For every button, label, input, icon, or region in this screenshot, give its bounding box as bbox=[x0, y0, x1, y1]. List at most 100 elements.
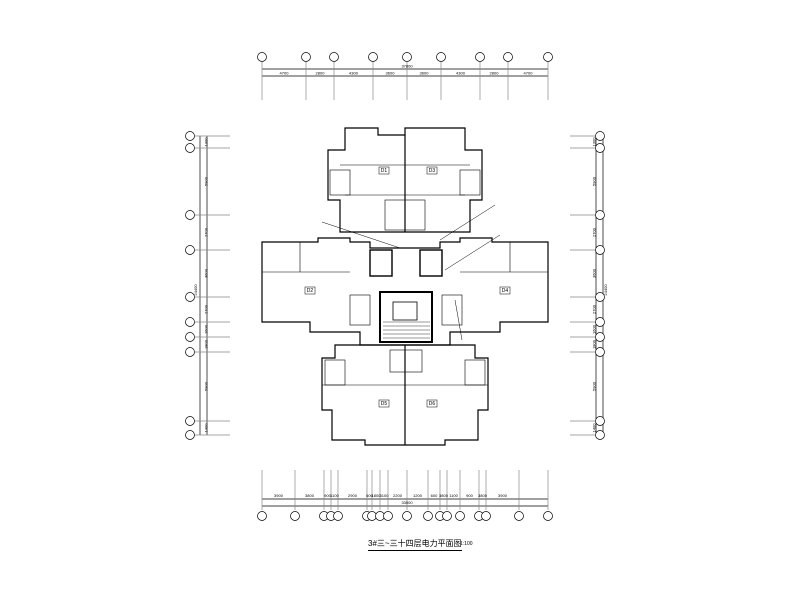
axis-bubble bbox=[481, 511, 491, 521]
axis-bubble bbox=[368, 52, 378, 62]
axis-bubble bbox=[543, 511, 553, 521]
unit-label-box bbox=[426, 166, 438, 175]
dimension-text: 900 bbox=[324, 493, 331, 498]
middle-wing-wall bbox=[261, 237, 549, 346]
axis-bubble bbox=[367, 511, 377, 521]
elevator bbox=[419, 249, 443, 277]
dimension-text: 5900 bbox=[592, 381, 597, 391]
dimension-text: 1400 bbox=[592, 423, 597, 433]
axis-bubble bbox=[383, 511, 393, 521]
axis-bubble bbox=[595, 245, 605, 255]
dimension-text: 2700 bbox=[204, 227, 209, 237]
axis-bubble bbox=[455, 511, 465, 521]
dimension-text: 2700 bbox=[592, 304, 597, 314]
dimension-text: 3900 bbox=[498, 493, 508, 498]
dimension-text: 3100 bbox=[380, 493, 390, 498]
wiring-leader bbox=[321, 221, 401, 249]
stair-landing bbox=[392, 301, 418, 321]
axis-bubble bbox=[375, 511, 385, 521]
axis-bubble bbox=[290, 511, 300, 521]
axis-bubble bbox=[185, 131, 195, 141]
dimension-text: 900 bbox=[466, 493, 473, 498]
building-outline bbox=[261, 127, 549, 446]
dimension-text: 3900 bbox=[274, 493, 284, 498]
axis-bubble bbox=[595, 416, 605, 426]
unit-label: D6 bbox=[429, 401, 436, 407]
wiring-leader bbox=[439, 204, 496, 241]
axis-bubble bbox=[436, 52, 446, 62]
axis-bubble bbox=[442, 511, 452, 521]
axis-bubble bbox=[595, 143, 605, 153]
room bbox=[464, 359, 486, 386]
axis-bubble bbox=[185, 347, 195, 357]
dimension-text: 5900 bbox=[592, 176, 597, 186]
axis-bubble bbox=[595, 292, 605, 302]
axis-bubble bbox=[595, 317, 605, 327]
room bbox=[384, 199, 426, 231]
dimension-text: 3800 bbox=[305, 493, 315, 498]
axis-bubble bbox=[185, 245, 195, 255]
drawing-scale: 1:100 bbox=[460, 541, 473, 547]
dimension-text: 3600 bbox=[420, 71, 430, 76]
axis-bubble bbox=[185, 416, 195, 426]
dimension-text: 2700 bbox=[204, 304, 209, 314]
unit-label: D4 bbox=[502, 288, 509, 294]
room bbox=[389, 349, 423, 373]
axis-bubble bbox=[185, 292, 195, 302]
axis-bubble bbox=[423, 511, 433, 521]
dimension-text: 1600 bbox=[592, 324, 597, 334]
bottom-wing-wall bbox=[321, 344, 489, 446]
dimension-text: 3800 bbox=[439, 493, 449, 498]
axis-bubble bbox=[475, 52, 485, 62]
unit-label-box bbox=[426, 399, 438, 408]
axis-bubble bbox=[185, 317, 195, 327]
axis-bubble bbox=[185, 430, 195, 440]
dimension-text: 1300 bbox=[204, 137, 209, 147]
dimension-total: 33000 bbox=[401, 500, 413, 505]
dimension-text: 1300 bbox=[592, 137, 597, 147]
dimension-text: 3600 bbox=[386, 71, 396, 76]
dimension-text: 1100 bbox=[330, 493, 339, 498]
axis-bubble bbox=[329, 52, 339, 62]
dimension-text: 4700 bbox=[280, 71, 290, 76]
axis-bubble bbox=[402, 52, 412, 62]
dimension-text: 1800 bbox=[592, 339, 597, 349]
axis-bubble bbox=[595, 347, 605, 357]
dimension-text: 5900 bbox=[204, 176, 209, 186]
dimension-total: 24400 bbox=[193, 284, 198, 296]
room bbox=[329, 169, 351, 196]
dimension-text: 4300 bbox=[349, 71, 359, 76]
unit-label: D5 bbox=[381, 401, 388, 407]
axis-bubble bbox=[333, 511, 343, 521]
dimension-text: 1100 bbox=[449, 493, 458, 498]
dimension-text: 2900 bbox=[348, 493, 358, 498]
unit-label: D3 bbox=[429, 168, 436, 174]
wiring-leader bbox=[454, 299, 463, 341]
dimension-text: 1200 bbox=[413, 493, 423, 498]
unit-label: D2 bbox=[307, 288, 314, 294]
dimension-text: 3600 bbox=[204, 268, 209, 278]
room bbox=[324, 359, 346, 386]
dimension-total: 37800 bbox=[401, 64, 413, 69]
dimension-text: 2200 bbox=[393, 493, 403, 498]
stair-treads bbox=[383, 321, 430, 339]
unit-label-box bbox=[499, 286, 511, 295]
stair-core bbox=[379, 291, 433, 343]
room bbox=[459, 169, 481, 196]
dimension-text: 1400 bbox=[204, 423, 209, 433]
wiring-leader bbox=[444, 234, 501, 271]
axis-bubble bbox=[257, 511, 267, 521]
axis-bubble bbox=[185, 332, 195, 342]
dimension-text: 2700 bbox=[592, 227, 597, 237]
dimension-text: 1800 bbox=[204, 339, 209, 349]
dimension-text: 2800 bbox=[316, 71, 326, 76]
dimension-text: 5900 bbox=[204, 381, 209, 391]
axis-bubble bbox=[595, 210, 605, 220]
axis-bubble bbox=[301, 52, 311, 62]
axis-bubble bbox=[595, 430, 605, 440]
dimension-text: 600 bbox=[366, 493, 373, 498]
axis-bubble bbox=[185, 210, 195, 220]
